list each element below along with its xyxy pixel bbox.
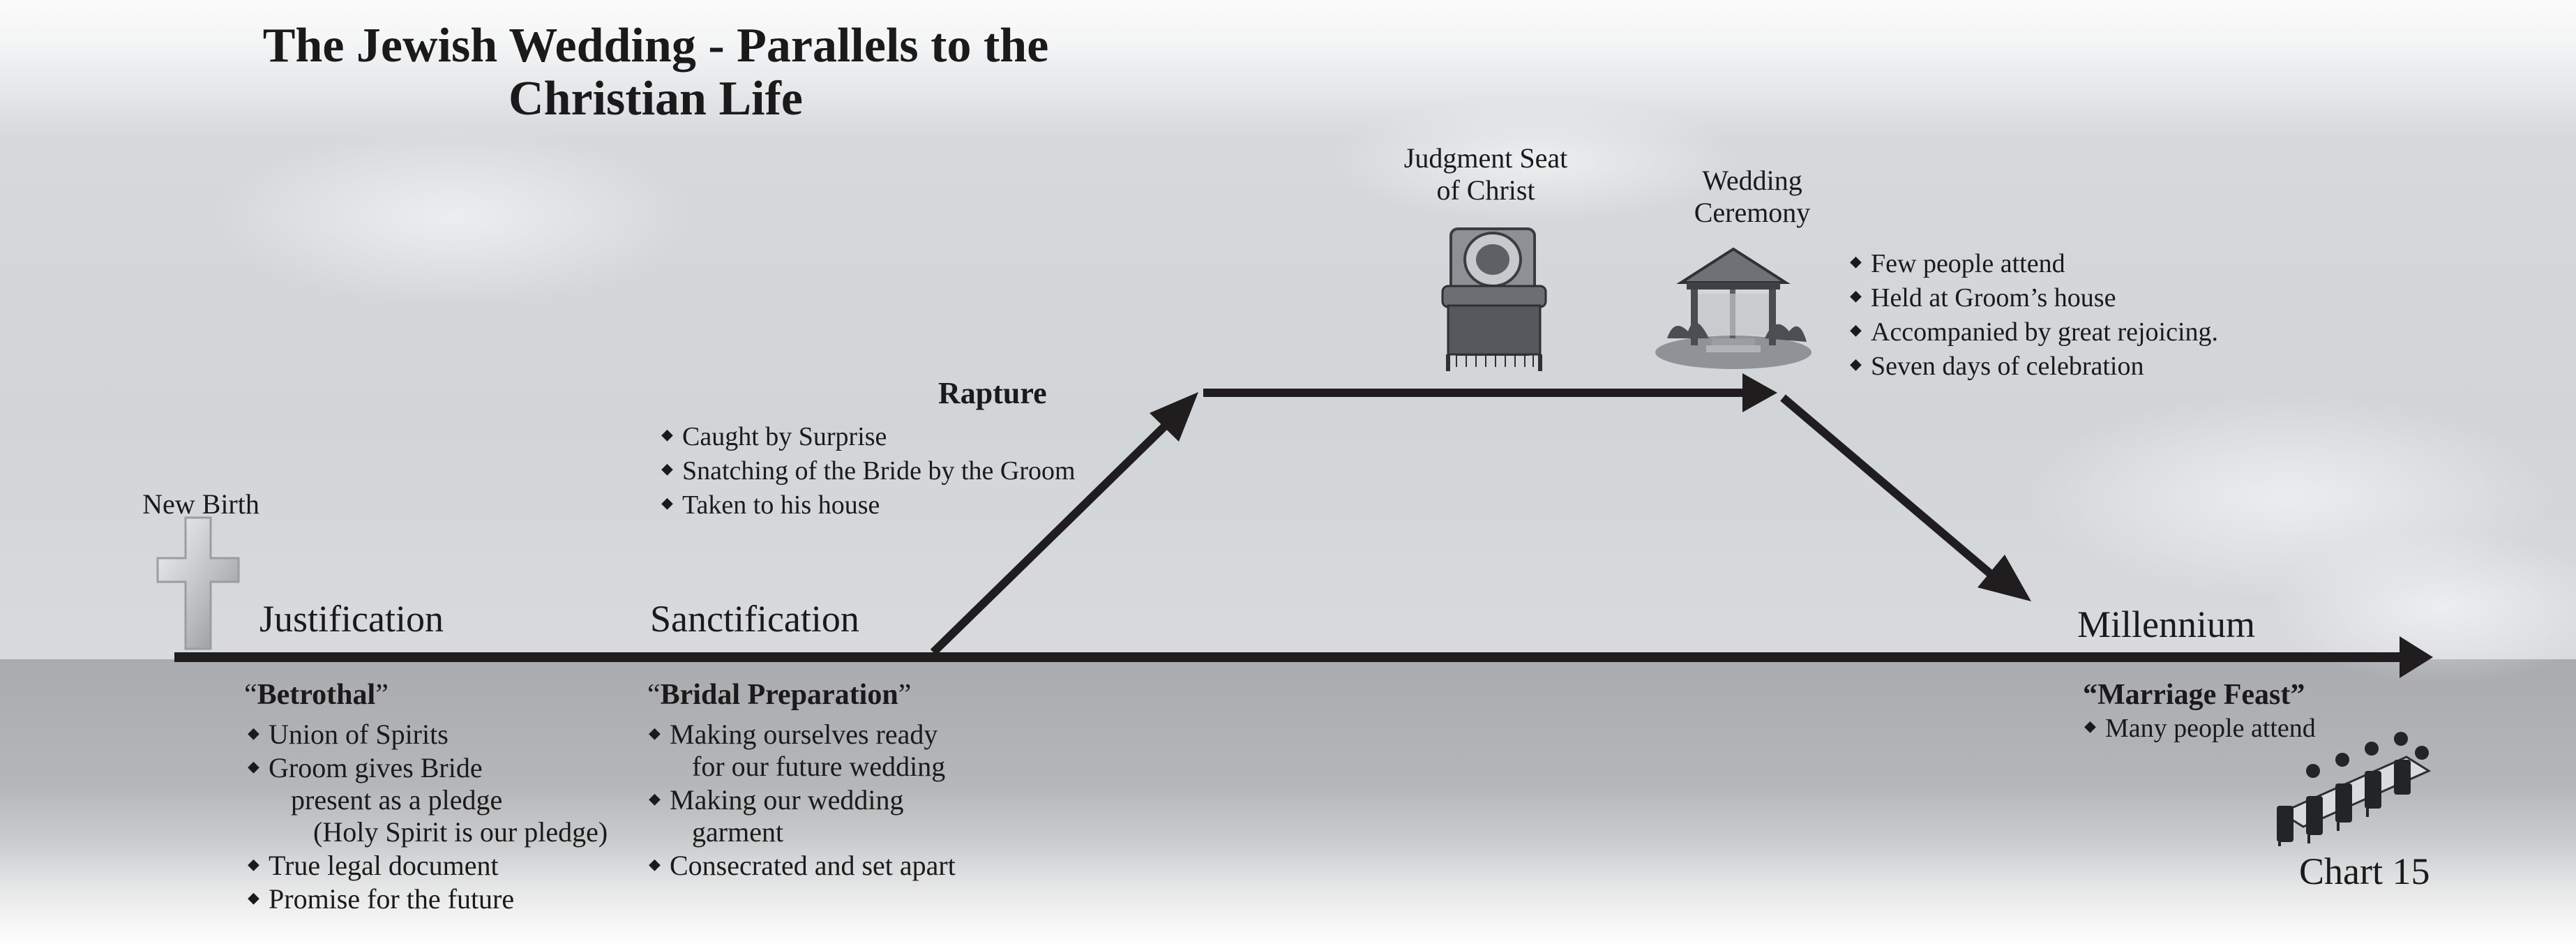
bridal-preparation-heading-text: Bridal Preparation [660,679,898,711]
wedding-ceremony-line-1: Wedding [1702,165,1802,196]
rapture-ascent-arrowhead [1150,392,1198,442]
judgment-seat-line-2: of Christ [1436,174,1535,206]
list-item-text: Snatching of the Bride by the Groom [682,456,1076,486]
list-item: ◆ True legal document [248,848,608,882]
list-item-text: Union of Spirits [269,719,449,750]
list-item: ◆ Many people attend [2084,710,2316,744]
title-line-1: The Jewish Wedding - Parallels to the [262,19,1049,73]
marriage-feast-heading: “Marriage Feast” [2083,679,2305,711]
list-item: ◆ Few people attend [1850,246,2218,280]
marriage-feast-list: ◆ Many people attend [2084,710,2316,744]
bullet-diamond-icon: ◆ [1850,253,1862,270]
bullet-diamond-icon: ◆ [248,758,259,775]
list-item-text: Consecrated and set apart [670,850,956,881]
list-item-text: present as a pledge [291,784,503,816]
cross-icon [156,516,240,650]
bridal-preparation-heading: “Bridal Preparation” [647,678,911,712]
list-item-text: True legal document [269,850,499,881]
stage-justification: Justification [259,598,444,640]
list-item-text: Many people attend [2105,714,2316,743]
diagram-title: The Jewish Wedding - Parallels to the Ch… [133,20,1179,126]
bullet-diamond-icon: ◆ [661,460,673,477]
ground-band [0,659,2576,946]
list-item: ◆ Union of Spirits [248,717,608,751]
quote-open: “ [244,679,257,711]
list-item: for our future wedding [649,751,956,783]
list-item: ◆ Making ourselves ready [649,717,956,751]
quote-close: ” [898,679,912,711]
list-item: ◆ Held at Groom’s house [1850,280,2218,314]
bullet-diamond-icon: ◆ [1850,355,1862,373]
list-item: garment [649,816,956,848]
list-item: ◆ Taken to his house [661,487,1076,521]
gazebo-icon [1655,247,1812,369]
betrothal-heading-text: Betrothal [257,679,376,711]
list-item: ◆ Snatching of the Bride by the Groom [661,453,1076,487]
list-item-text: Held at Groom’s house [1871,283,2116,313]
cloud [209,126,698,307]
list-item: ◆ Making our wedding [649,783,956,816]
rapture-list: ◆ Caught by Surprise ◆ Snatching of the Bri… [661,419,1076,521]
list-item-text: garment [692,816,784,848]
bullet-diamond-icon: ◆ [248,889,259,906]
bullet-diamond-icon: ◆ [2084,717,2096,735]
judgment-seat-line-1: Judgment Seat [1403,142,1568,174]
bullet-diamond-icon: ◆ [1850,321,1862,338]
bullet-diamond-icon: ◆ [1850,287,1862,304]
bullet-diamond-icon: ◆ [661,426,673,443]
list-item-text: Accompanied by great rejoicing. [1871,317,2219,347]
cloud [1325,98,1744,223]
wedding-ceremony-list: ◆ Few people attend ◆ Held at Groom’s house… [1850,246,2218,382]
list-item: ◆ Caught by Surprise [661,419,1076,453]
return-descent-arrow [1780,394,1998,581]
list-item: ◆ Consecrated and set apart [649,848,956,882]
stage-sanctification: Sanctification [650,598,859,640]
list-item-text: Seven days of celebration [1871,352,2144,381]
stage-millennium: Millennium [2077,603,2255,645]
rapture-ascent-arrow [930,414,1177,656]
list-item: ◆ Groom gives Bride [248,751,608,784]
list-item: ◆ Seven days of celebration [1850,348,2218,382]
list-item-text: Making ourselves ready [670,719,938,750]
wedding-ceremony-label: Wedding Ceremony [1613,165,1892,229]
list-item-text: Making our wedding [670,784,904,816]
list-item: ◆ Accompanied by great rejoicing. [1850,314,2218,348]
new-birth-label: New Birth [142,488,259,520]
bullet-diamond-icon: ◆ [248,724,259,742]
list-item: (Holy Spirit is our pledge) [248,816,608,848]
list-item-text: Promise for the future [269,883,515,915]
chart-number-label: Chart 15 [2299,850,2430,892]
bullet-diamond-icon: ◆ [649,724,661,742]
list-item-text: Caught by Surprise [682,422,887,451]
list-item-text: for our future wedding [692,751,946,782]
list-item-text: Groom gives Bride [269,752,483,783]
bullet-diamond-icon: ◆ [649,855,661,873]
heaven-timeline-arrowhead [1742,373,1777,412]
main-timeline-arrowhead [2400,636,2433,678]
list-item-text: Few people attend [1871,249,2065,278]
list-item-text: (Holy Spirit is our pledge) [313,816,608,848]
list-item: ◆ Promise for the future [248,882,608,915]
bullet-diamond-icon: ◆ [649,790,661,807]
bullet-diamond-icon: ◆ [248,855,259,873]
return-descent-arrowhead [1978,555,2031,601]
title-line-2: Christian Life [509,72,803,126]
list-item: present as a pledge [248,784,608,816]
quote-open: “ [647,679,661,711]
betrothal-heading: “Betrothal” [244,678,389,712]
list-item-text: Taken to his house [682,490,880,520]
throne-icon [1441,227,1547,371]
rapture-heading: Rapture [938,376,1047,410]
quote-close: ” [375,679,389,711]
bullet-diamond-icon: ◆ [661,494,673,511]
banquet-table-icon [2277,732,2432,846]
wedding-ceremony-line-2: Ceremony [1694,197,1811,228]
judgment-seat-label: Judgment Seat of Christ [1346,142,1625,207]
